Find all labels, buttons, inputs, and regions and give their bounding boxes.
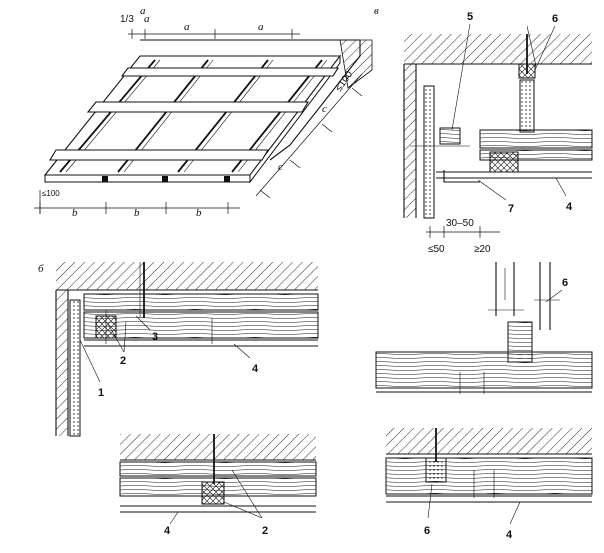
b-board [83,311,319,339]
vl-board [385,457,593,495]
b2-slab [120,434,316,460]
v-wall [404,64,416,218]
v-profile-7 [443,170,480,183]
dim-b-3: b [196,207,202,219]
v-wall-board [423,85,435,219]
v-batten [489,151,519,173]
b-callout-4: 4 [252,363,259,375]
ceiling-panel-edge [44,174,251,183]
b-slab [56,262,318,290]
panel-a: а 1/3 a a a [34,5,373,219]
dimension-a-top: 1/3 a a a [120,13,300,39]
panel-b-lower: 4 2 [119,434,317,537]
v-board [479,149,593,161]
panel-v-label: в [374,5,379,17]
battens-transverse [49,67,339,161]
v-slab [404,34,592,64]
v-dim-ge20: ≥20 [474,244,491,255]
v-callout-6: 6 [552,13,558,25]
dim-le100-left: ≤100 [42,189,60,198]
hanger-blocks [102,176,230,182]
dim-c-2: c [278,161,283,173]
b-joist [83,293,319,311]
dim-a-3: a [258,21,264,33]
b-wall [56,290,68,436]
panel-v-lower: 6 4 [385,428,593,541]
b2-batten [201,481,225,505]
b-callout-1: 1 [98,387,104,399]
vl-callout-4: 4 [506,529,513,541]
dim-a-third: 1/3 [120,14,134,25]
b2-callout-4: 4 [164,525,171,537]
vl-hanger [425,457,447,483]
dim-b-2: b [134,207,140,219]
b2-joist [119,461,317,477]
v-callout-5: 5 [467,11,473,23]
v-block [439,127,461,145]
panel-b-label: б [38,263,44,275]
ceiling-panel-side [249,54,341,184]
v-callout-7: 7 [508,203,514,215]
dimension-b: b b b ≤100 [34,189,240,219]
vm-callout-6: 6 [562,277,568,289]
vl-callout-6: 6 [424,525,430,537]
slab-hatch [339,39,373,89]
panel-v: в 5 6 7 4 [374,5,593,255]
dim-b-1: b [72,207,78,219]
b-callout-2: 2 [120,355,126,367]
v-dim-30-50: 30–50 [446,218,474,229]
panel-v-middle: 6 [375,262,593,394]
v-joist [479,129,593,149]
b2-callout-2: 2 [262,525,268,537]
dim-a-1: a [144,13,150,25]
panel-b: б 1 2 3 4 [38,262,319,437]
v-dim-le50: ≤50 [428,244,445,255]
vl-slab [386,428,592,454]
v-callout-4: 4 [566,201,573,213]
v-hanger-6 [518,25,537,133]
dim-a-2: a [184,21,190,33]
panel-a-label: а [140,5,146,17]
dim-c-1: c [322,103,327,115]
b-wall-board [69,299,81,437]
b-callout-3: 3 [152,331,158,343]
